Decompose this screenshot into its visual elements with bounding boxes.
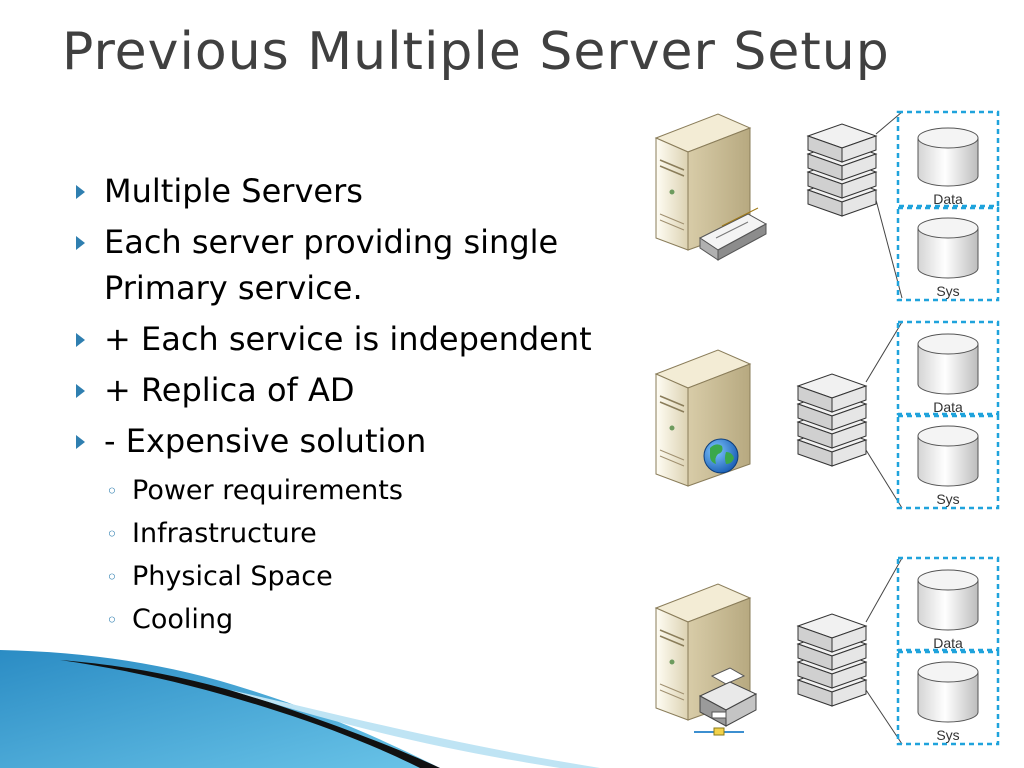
bullet-list: Multiple Servers Each server providing s…	[76, 168, 676, 641]
bullet-text: + Replica of AD	[104, 371, 355, 409]
slide-title: Previous Multiple Server Setup	[62, 22, 890, 82]
circle-bullet-icon: ◦	[106, 565, 118, 589]
database-disk-icon	[917, 569, 979, 631]
bullet-item: Multiple Servers	[76, 168, 676, 214]
database-disk-icon	[917, 127, 979, 187]
server-row: Data Sys	[654, 320, 1000, 510]
disk-label: Sys	[936, 727, 959, 743]
fax-icon	[699, 207, 768, 261]
sub-bullet-item: ◦ Power requirements	[76, 469, 676, 512]
decorative-wave	[0, 650, 600, 768]
database-disk-icon	[917, 333, 979, 395]
bullet-text: Multiple Servers	[104, 172, 363, 210]
bullet-text: + Each service is independent	[104, 320, 592, 358]
connector-line	[865, 321, 903, 383]
dashed-box	[896, 320, 1000, 416]
connector-line	[875, 111, 903, 135]
dashed-box	[896, 556, 1000, 652]
dashed-box	[896, 650, 1000, 746]
sub-bullet-text: Power requirements	[132, 475, 403, 506]
connector-line	[865, 557, 903, 623]
dashed-box	[896, 414, 1000, 510]
disk-label: Sys	[936, 283, 959, 299]
disk-stack-icon	[796, 373, 868, 467]
disk-label: Sys	[936, 491, 959, 507]
database-disk-icon	[917, 217, 979, 279]
sub-bullet-text: Cooling	[132, 604, 234, 635]
disk-label: Data	[933, 191, 963, 207]
bullet-item: Each server providing single Primary ser…	[76, 219, 676, 311]
server-row: Data Sys	[654, 110, 1000, 302]
bullet-arrow-icon	[76, 185, 85, 199]
dashed-box	[896, 206, 1000, 302]
sub-bullet-item: ◦ Physical Space	[76, 555, 676, 598]
bullet-item: + Each service is independent	[76, 316, 676, 362]
circle-bullet-icon: ◦	[106, 522, 118, 546]
printer-icon	[694, 667, 758, 736]
bullet-arrow-icon	[76, 333, 85, 347]
connector-line	[865, 689, 903, 745]
dashed-box	[896, 110, 1000, 208]
disk-label: Data	[933, 399, 963, 415]
bullet-arrow-icon	[76, 384, 85, 398]
disk-stack-icon	[796, 613, 868, 707]
sub-bullet-text: Infrastructure	[132, 518, 317, 549]
connector-line	[865, 449, 903, 509]
server-tower-icon	[654, 349, 752, 487]
bullet-text: - Expensive solution	[104, 422, 427, 460]
globe-icon	[703, 438, 739, 474]
sub-bullet-item: ◦ Cooling	[76, 598, 676, 641]
circle-bullet-icon: ◦	[106, 608, 118, 632]
disk-label: Data	[933, 635, 963, 651]
server-tower-icon	[654, 113, 752, 251]
sub-bullet-text: Physical Space	[132, 561, 333, 592]
database-disk-icon	[917, 425, 979, 487]
bullet-item: - Expensive solution	[76, 418, 676, 464]
bullet-item: + Replica of AD	[76, 367, 676, 413]
bullet-arrow-icon	[76, 435, 85, 449]
circle-bullet-icon: ◦	[106, 479, 118, 503]
sub-bullet-item: ◦ Infrastructure	[76, 512, 676, 555]
server-row: Data Sys	[654, 556, 1000, 746]
bullet-arrow-icon	[76, 236, 85, 250]
server-diagram: Data Sys	[654, 110, 1000, 746]
bullet-text: Each server providing single Primary ser…	[104, 223, 559, 307]
disk-stack-icon	[806, 123, 878, 217]
database-disk-icon	[917, 661, 979, 723]
